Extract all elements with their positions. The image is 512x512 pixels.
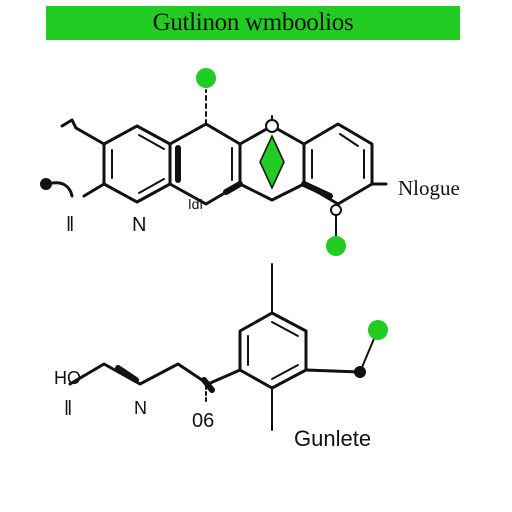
top-right-wedge-bond	[301, 181, 333, 199]
bottom-chain	[68, 362, 242, 386]
top-left-lower-bond	[82, 182, 106, 198]
top-left-ring-inner-3	[138, 178, 165, 194]
bottom-chain-wedge-2	[201, 377, 215, 393]
top-green-node	[196, 68, 216, 88]
center-green-diamond-outline	[259, 134, 285, 190]
bottom-ring-inner-2	[271, 321, 299, 337]
bottom-right-stem	[359, 333, 377, 373]
center-green-diamond	[260, 136, 284, 188]
label-top-n: N	[132, 214, 147, 236]
label-bottom-right: Gunlete	[294, 426, 372, 451]
title-banner: Gutlinon wmboolios	[46, 6, 460, 40]
page-title: Gutlinon wmboolios	[152, 9, 354, 36]
top-left-ring-inner-2	[138, 134, 165, 150]
bottom-ring	[238, 311, 308, 390]
top-right-atom	[330, 204, 342, 216]
top-center-atom	[265, 119, 279, 133]
top-right-ring-inner-3	[339, 133, 359, 147]
right-green-node	[326, 236, 346, 256]
bottom-ring-inner-3	[271, 364, 299, 380]
label-top-left-mark: ǁ	[66, 214, 75, 236]
label-top-right: Nlogue	[398, 176, 460, 200]
bottom-right-bond	[304, 368, 362, 374]
label-top-small: ǀdǀ	[188, 196, 204, 212]
label-bottom-left-mark: ǁ	[64, 398, 73, 420]
bottom-green-node	[368, 320, 388, 340]
label-bottom-ho: HO	[54, 368, 81, 388]
top-left-upper-bond	[74, 126, 106, 146]
bottom-chain-wedge	[115, 365, 139, 383]
label-bottom-num: 06	[192, 410, 215, 432]
label-bottom-n: N	[134, 398, 147, 418]
top-left-atom	[40, 178, 52, 190]
top-left-upper-hook	[60, 118, 78, 130]
top-left-ring	[102, 124, 172, 204]
bottom-right-atom	[354, 366, 366, 378]
top-pyran-ring-bond	[223, 181, 243, 195]
